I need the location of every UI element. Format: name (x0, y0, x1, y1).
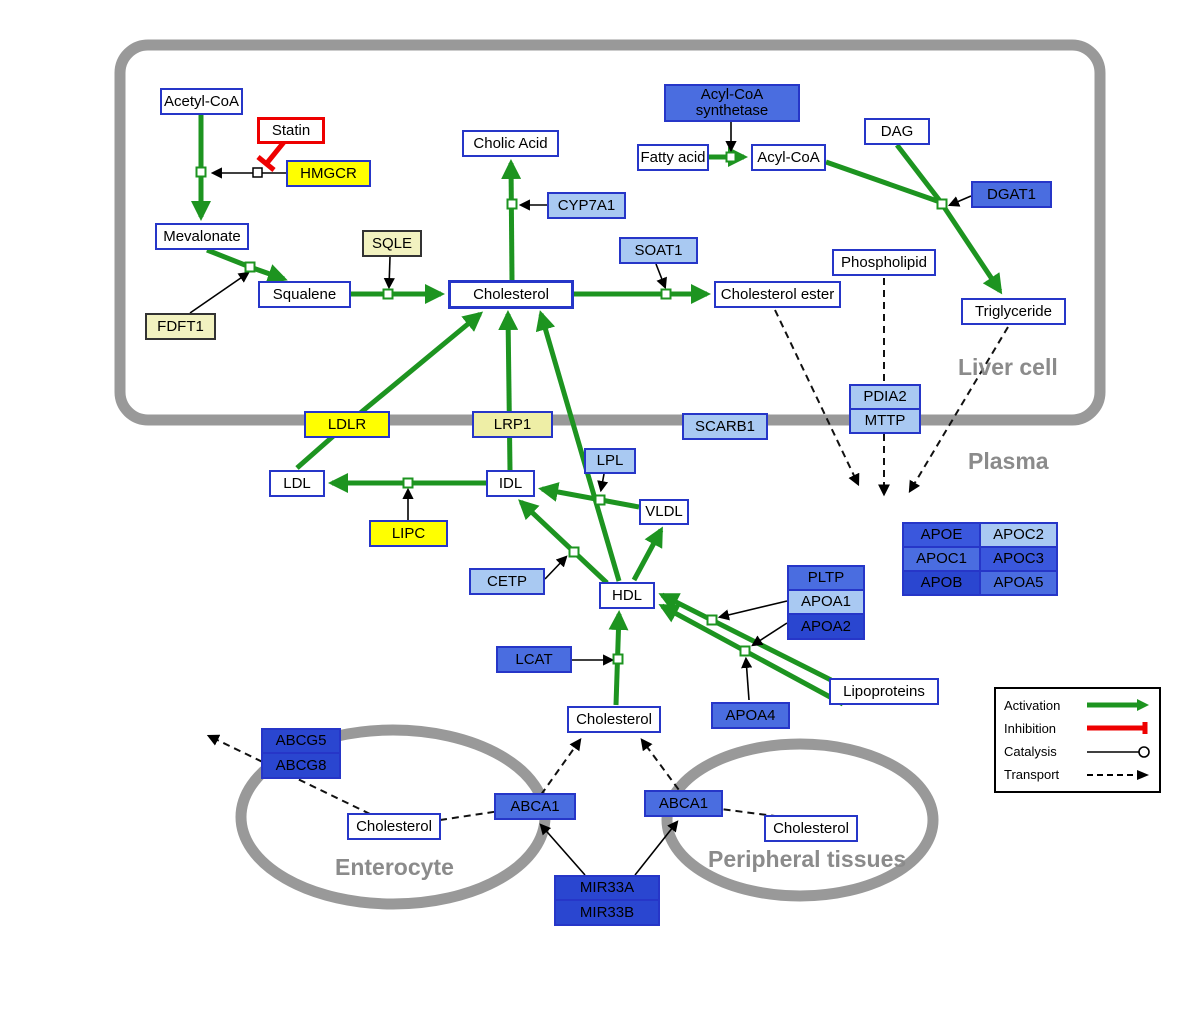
node-cholesterol-peripheral[interactable]: Cholesterol (764, 815, 858, 842)
node-cholesterol-ester[interactable]: Cholesterol ester (714, 281, 841, 308)
node-soat1[interactable]: SOAT1 (619, 237, 698, 264)
node-fdft1[interactable]: FDFT1 (145, 313, 216, 340)
node-cholesterol-plasma[interactable]: Cholesterol (567, 706, 661, 733)
catalysis-circle-icon (1087, 745, 1150, 758)
node-hmgcr[interactable]: HMGCR (286, 160, 371, 187)
node-mttp[interactable]: MTTP (849, 408, 921, 434)
node-lcat[interactable]: LCAT (496, 646, 572, 673)
node-abcg5[interactable]: ABCG5 (261, 728, 341, 754)
node-pdia2[interactable]: PDIA2 (849, 384, 921, 410)
node-lpl[interactable]: LPL (584, 448, 636, 474)
node-abca1-enterocyte[interactable]: ABCA1 (494, 793, 576, 820)
legend-transport-label: Transport (1004, 767, 1060, 783)
node-mir33a[interactable]: MIR33A (554, 875, 660, 901)
enterocyte-label: Enterocyte (335, 854, 454, 880)
node-mevalonate[interactable]: Mevalonate (155, 223, 249, 250)
node-apoe[interactable]: APOE (902, 522, 981, 548)
node-squalene[interactable]: Squalene (258, 281, 351, 308)
catalysis-site-square (252, 167, 263, 178)
node-apoa4[interactable]: APOA4 (711, 702, 790, 729)
inhibition-tee-icon (1087, 722, 1148, 735)
node-pltp[interactable]: PLTP (787, 565, 865, 591)
node-idl[interactable]: IDL (486, 470, 535, 497)
peripheral-tissues-label: Peripheral tissues (708, 846, 907, 872)
node-fatty-acid[interactable]: Fatty acid (637, 144, 709, 171)
inhibition-edge (256, 140, 286, 172)
node-hdl[interactable]: HDL (599, 582, 655, 609)
node-apob[interactable]: APOB (902, 570, 981, 596)
reaction-squares (195, 151, 948, 665)
liver-cell-membrane (114, 39, 1106, 426)
node-ldlr[interactable]: LDLR (304, 411, 390, 438)
node-vldl[interactable]: VLDL (639, 499, 689, 525)
node-apoc2[interactable]: APOC2 (979, 522, 1058, 548)
node-apoc1[interactable]: APOC1 (902, 546, 981, 572)
node-ldl[interactable]: LDL (269, 470, 325, 497)
node-cetp[interactable]: CETP (469, 568, 545, 595)
legend-inhibition: Inhibition (1004, 718, 1151, 738)
legend-transport: Transport (1004, 765, 1151, 785)
node-abca1-peripheral[interactable]: ABCA1 (644, 790, 723, 817)
node-cholic-acid[interactable]: Cholic Acid (462, 130, 559, 157)
node-scarb1[interactable]: SCARB1 (682, 413, 768, 440)
node-mir33b[interactable]: MIR33B (554, 899, 660, 926)
transport-arrow-icon (1087, 769, 1149, 780)
node-triglyceride[interactable]: Triglyceride (961, 298, 1066, 325)
liver-cell-label: Liver cell (958, 354, 1058, 380)
node-acyl-coa-synthetase[interactable]: Acyl-CoA synthetase (664, 84, 800, 122)
activation-arrow-icon (1087, 699, 1149, 711)
catalysis-edges (189, 122, 972, 876)
node-dag[interactable]: DAG (864, 118, 930, 145)
node-cholesterol-enterocyte[interactable]: Cholesterol (347, 813, 441, 840)
node-apoa5[interactable]: APOA5 (979, 570, 1058, 596)
node-phospholipid[interactable]: Phospholipid (832, 249, 936, 276)
plasma-label: Plasma (968, 448, 1049, 474)
node-lipoproteins[interactable]: Lipoproteins (829, 678, 939, 705)
peripheral-membrane (661, 738, 939, 902)
node-acetyl-coa[interactable]: Acetyl-CoA (160, 88, 243, 115)
node-acyl-coa[interactable]: Acyl-CoA (751, 144, 826, 171)
legend-activation: Activation (1004, 695, 1151, 715)
activation-edges (191, 115, 1003, 707)
node-abcg8[interactable]: ABCG8 (261, 752, 341, 779)
node-lrp1[interactable]: LRP1 (472, 411, 553, 438)
node-dgat1[interactable]: DGAT1 (971, 181, 1052, 208)
legend-catalysis-label: Catalysis (1004, 744, 1057, 760)
node-statin[interactable]: Statin (257, 117, 325, 144)
legend-inhibition-label: Inhibition (1004, 720, 1057, 736)
node-cholesterol-liver[interactable]: Cholesterol (448, 280, 574, 309)
node-cyp7a1[interactable]: CYP7A1 (547, 192, 626, 219)
legend: Activation Inhibition Catalysis Transpor… (994, 687, 1161, 793)
node-lipc[interactable]: LIPC (369, 520, 448, 547)
legend-catalysis: Catalysis (1004, 742, 1151, 762)
node-apoc3[interactable]: APOC3 (979, 546, 1058, 572)
legend-activation-label: Activation (1004, 697, 1061, 713)
node-sqle[interactable]: SQLE (362, 230, 422, 257)
node-apoa2[interactable]: APOA2 (787, 613, 865, 640)
node-apoa1[interactable]: APOA1 (787, 589, 865, 615)
